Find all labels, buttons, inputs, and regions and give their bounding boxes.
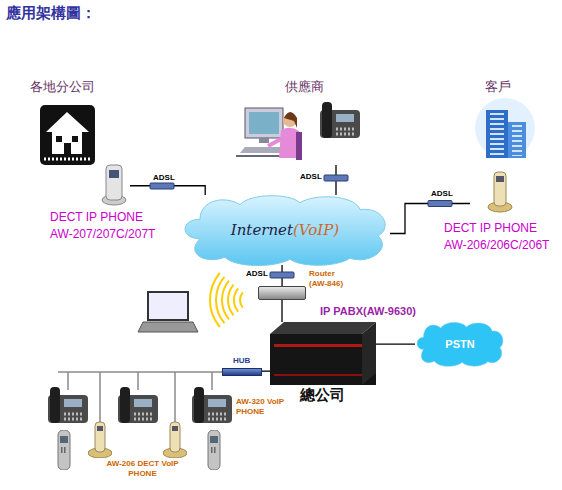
adsl-modem: [324, 175, 348, 181]
connector-group: [262, 371, 270, 372]
connector-group: [282, 300, 283, 322]
node-text: 各地分公司: [30, 78, 95, 96]
node-text: 供應商: [285, 78, 324, 96]
network-link: [262, 370, 270, 371]
device-label: AW-320 VoIP PHONE: [236, 397, 298, 417]
network-link: [281, 300, 282, 322]
node-text: 客戶: [485, 78, 511, 96]
node-text: (VoIP): [293, 221, 339, 239]
node-text: IP PABX(AW-9630): [320, 305, 416, 317]
branch-site: 各地分公司: [40, 105, 130, 200]
adsl-modem: [150, 183, 174, 189]
pabx-device: [270, 322, 376, 385]
diagram-title: 應用架構圖：: [6, 4, 96, 23]
node-text: Internet: [231, 221, 293, 239]
adsl-modem: [428, 201, 452, 207]
connector-group: [270, 265, 294, 286]
connector-group: [130, 183, 205, 195]
customer-site: 客戶: [470, 100, 540, 215]
node-text: HUB: [233, 356, 250, 365]
pstn-cloud: PSTN: [415, 322, 505, 366]
link-label: ADSL: [245, 269, 269, 278]
hub: HUB: [222, 368, 262, 376]
node-text: Router (AW-846): [309, 269, 355, 289]
link-label: ADSL: [430, 189, 454, 198]
device-label: AW-206/206C/206T: [444, 238, 549, 252]
network-link: [376, 343, 415, 344]
link-label: ADSL: [152, 173, 176, 182]
node-text: 總公司: [300, 386, 345, 405]
node-text: PSTN: [445, 338, 474, 350]
supplier-site: 供應商: [232, 100, 362, 165]
connector-group: [376, 344, 415, 345]
adsl-modem: [270, 272, 294, 278]
link-label: ADSL: [299, 172, 323, 181]
device-label: DECT IP PHONE: [50, 210, 143, 224]
device-label: AW-207/207C/207T: [50, 227, 155, 241]
connector-group: [324, 165, 348, 195]
device-label: DECT IP PHONE: [444, 221, 537, 235]
internet-cloud: Internet(VoIP): [180, 195, 390, 265]
device-label: AW-206 DECT VoIP PHONE: [95, 459, 190, 479]
router: Router (AW-846): [258, 286, 306, 300]
ip-pabx: IP PABX(AW-9630)總公司: [270, 322, 376, 385]
